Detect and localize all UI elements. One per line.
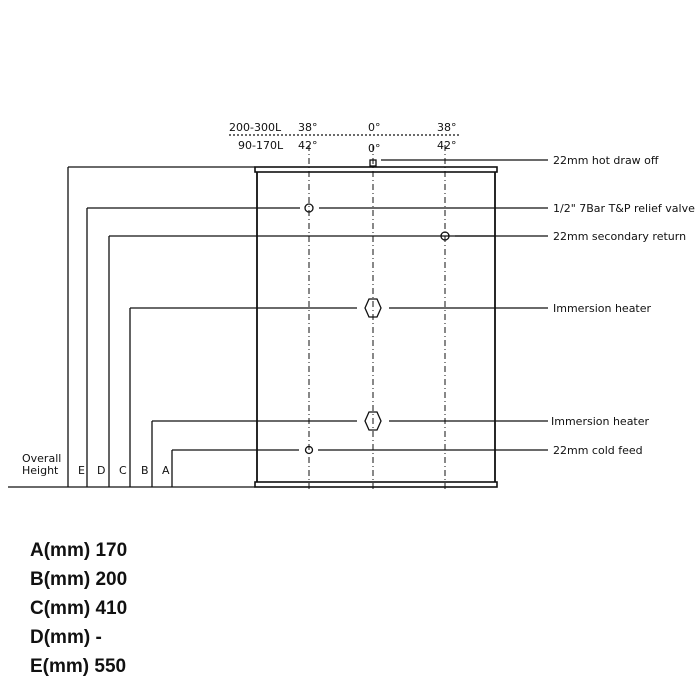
- top-plate: [254, 166, 498, 173]
- hot-draw-off-fitting: [369, 159, 377, 167]
- dim-label-c: C: [119, 464, 127, 477]
- angle-row2-label: 90-170L: [238, 139, 284, 152]
- dim-label-b: B: [141, 464, 149, 477]
- angle-row2-left: 42°: [298, 139, 318, 152]
- dim-label-d: D: [97, 464, 105, 477]
- dim-label-e: E: [78, 464, 85, 477]
- dimension-row-e: E(mm) 550: [30, 656, 127, 677]
- angle-row2-right: 42°: [437, 139, 457, 152]
- secondary-return-fitting: [440, 231, 450, 241]
- callout-secondary-return: 22mm secondary return: [553, 230, 686, 243]
- dimension-row-c: C(mm) 410: [30, 598, 128, 619]
- dimension-row-a: A(mm) 170: [30, 540, 128, 561]
- callout-hot-draw-off: 22mm hot draw off: [553, 154, 659, 167]
- dim-label-a: A: [162, 464, 170, 477]
- angle-row1-label: 200-300L: [229, 121, 282, 134]
- angle-row2-center: 0°: [368, 142, 381, 155]
- callout-cold-feed: 22mm cold feed: [553, 444, 643, 457]
- callout-immersion-upper: Immersion heater: [553, 302, 652, 315]
- callout-relief-valve: 1/2" 7Bar T&P relief valve: [553, 202, 695, 215]
- angle-row1-right: 38°: [437, 121, 457, 134]
- cold-feed-fitting: [304, 445, 314, 455]
- dimension-row-b: B(mm) 200: [30, 569, 128, 590]
- angle-row1-center: 0°: [368, 121, 381, 134]
- overall-label-1: Overall: [22, 452, 61, 465]
- dimension-row-d: D(mm) -: [30, 627, 102, 648]
- immersion-heater-upper: [364, 298, 382, 318]
- angle-row1-left: 38°: [298, 121, 318, 134]
- dimension-table: A(mm) 170 B(mm) 200 C(mm) 410 D(mm) - E(…: [30, 536, 127, 681]
- bottom-plate: [254, 481, 498, 488]
- relief-valve-fitting: [304, 203, 314, 213]
- callout-immersion-lower: Immersion heater: [551, 415, 650, 428]
- overall-label-2: Height: [22, 464, 59, 477]
- immersion-heater-lower: [364, 411, 382, 431]
